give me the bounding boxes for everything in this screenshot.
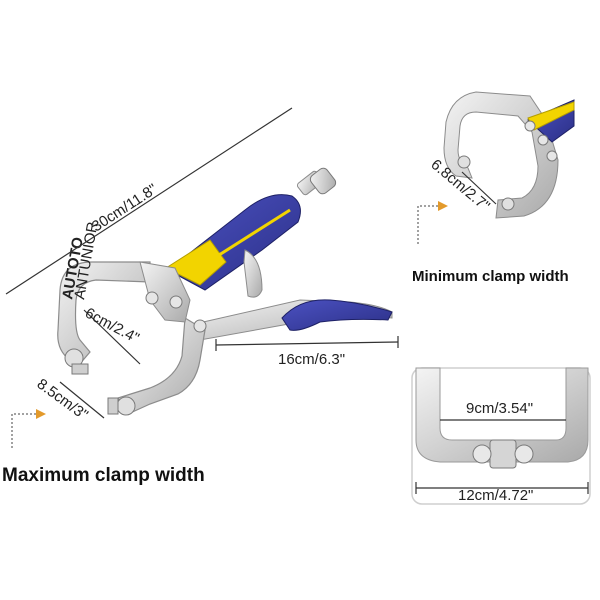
handle-length-text: 16cm/6.3" bbox=[278, 351, 345, 368]
swivel-pad bbox=[457, 155, 471, 169]
release-lever bbox=[243, 249, 263, 298]
max-opening-text: 8.5cm/3" bbox=[34, 375, 91, 423]
c-frame-lower-arm bbox=[117, 316, 206, 415]
inset-frame-shape bbox=[443, 91, 559, 219]
arrow-pointer-icon bbox=[36, 409, 46, 419]
rivet bbox=[169, 295, 183, 309]
inner-width-text: 9cm/3.54" bbox=[466, 400, 533, 417]
swivel-pad bbox=[501, 197, 515, 211]
max-opening-dimension: 8.5cm/3" bbox=[11, 375, 105, 448]
jaw-width-inset: 9cm/3.54" 12cm/4.72" bbox=[411, 367, 591, 505]
swivel-pad bbox=[472, 439, 534, 469]
jaw-depth-text: 6cm/2.4" bbox=[82, 305, 142, 348]
swivel-pad-upper bbox=[64, 348, 89, 375]
outer-width-text: 12cm/4.72" bbox=[458, 487, 533, 504]
rivet bbox=[537, 134, 549, 146]
upper-handle-yellow-band bbox=[164, 239, 227, 286]
rivet bbox=[145, 291, 159, 305]
arrow-pointer-icon bbox=[438, 201, 448, 211]
main-clamp-illustration: AUTOTO ANTUNIOR bbox=[57, 167, 393, 416]
overall-length-text: 30cm/11.8" bbox=[89, 181, 161, 236]
lower-handle-grip bbox=[281, 299, 393, 331]
rivet bbox=[524, 120, 536, 132]
adjusting-screw-icon bbox=[296, 167, 337, 196]
swivel-pad-lower bbox=[107, 396, 136, 416]
inset-border bbox=[411, 367, 591, 505]
handle-length-dimension: 16cm/6.3" bbox=[215, 336, 399, 368]
rivet bbox=[193, 319, 207, 333]
minimum-clamp-width-label: Minimum clamp width bbox=[412, 268, 569, 285]
min-clamp-inset: 6.8cm/2.7" bbox=[417, 91, 575, 244]
rivet bbox=[546, 150, 558, 162]
jaw-depth-dimension: 6cm/2.4" bbox=[82, 305, 142, 365]
maximum-clamp-width-label: Maximum clamp width bbox=[2, 465, 205, 486]
